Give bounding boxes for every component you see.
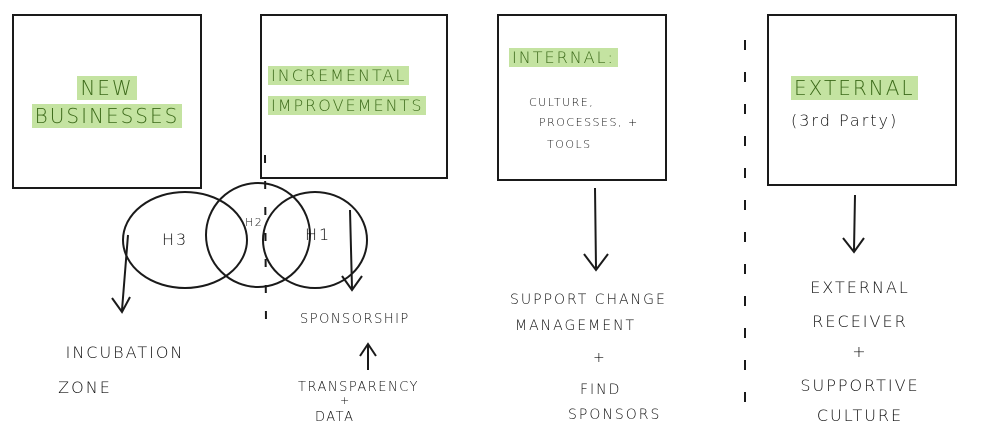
- h1-circle: [262, 191, 368, 289]
- arrow-sponsorship: [341, 209, 363, 292]
- arrow-external: [842, 194, 865, 254]
- box-line: Culture,: [529, 96, 595, 109]
- external-outcome-label: External: [810, 278, 910, 297]
- h3-label: H3: [162, 230, 189, 249]
- h3-circle: [122, 191, 248, 289]
- external-outcome-label: Receiver: [812, 312, 908, 331]
- plus-label: +: [340, 394, 351, 407]
- h2-circle: [205, 182, 311, 288]
- box-line: Tools: [547, 138, 592, 151]
- arrow-transparency: [359, 342, 377, 370]
- incubation-label: Incubation: [65, 343, 185, 362]
- box-subtitle: (3rd Party): [791, 111, 899, 130]
- box-internal: Internal: Culture, Processes, + Tools: [497, 14, 667, 181]
- plus-label: +: [593, 350, 607, 366]
- box-title: External: [791, 76, 918, 100]
- arrow-incubation: [111, 234, 131, 314]
- change-label: Support Change: [510, 292, 667, 308]
- box-label: Incremental: [268, 66, 410, 85]
- h2-dashed: [264, 154, 267, 326]
- box-label: Improvements: [268, 96, 427, 115]
- box-incremental-improvements: Incremental Improvements: [260, 14, 448, 179]
- box-title: Internal:: [509, 48, 618, 67]
- h2-label: H2: [245, 216, 264, 229]
- arrow-internal: [583, 187, 609, 272]
- box-new-businesses: New Businesses: [12, 14, 202, 189]
- box-line: Processes, +: [539, 116, 639, 129]
- h1-label: H1: [305, 225, 332, 244]
- box-label: New: [77, 76, 137, 100]
- external-outcome-label: Supportive: [800, 376, 920, 395]
- incubation-label: Zone: [58, 378, 112, 397]
- transparency-label: Transparency: [298, 380, 419, 395]
- change-label: Management: [515, 318, 637, 334]
- find-label: Find: [580, 382, 622, 398]
- box-label: Businesses: [31, 104, 183, 128]
- box-external: External (3rd Party): [767, 14, 957, 186]
- plus-label: +: [852, 342, 868, 361]
- sponsorship-label: Sponsorship: [300, 312, 410, 327]
- data-label: Data: [315, 410, 355, 425]
- sponsors-label: Sponsors: [568, 407, 662, 423]
- external-outcome-label: Culture: [816, 406, 904, 425]
